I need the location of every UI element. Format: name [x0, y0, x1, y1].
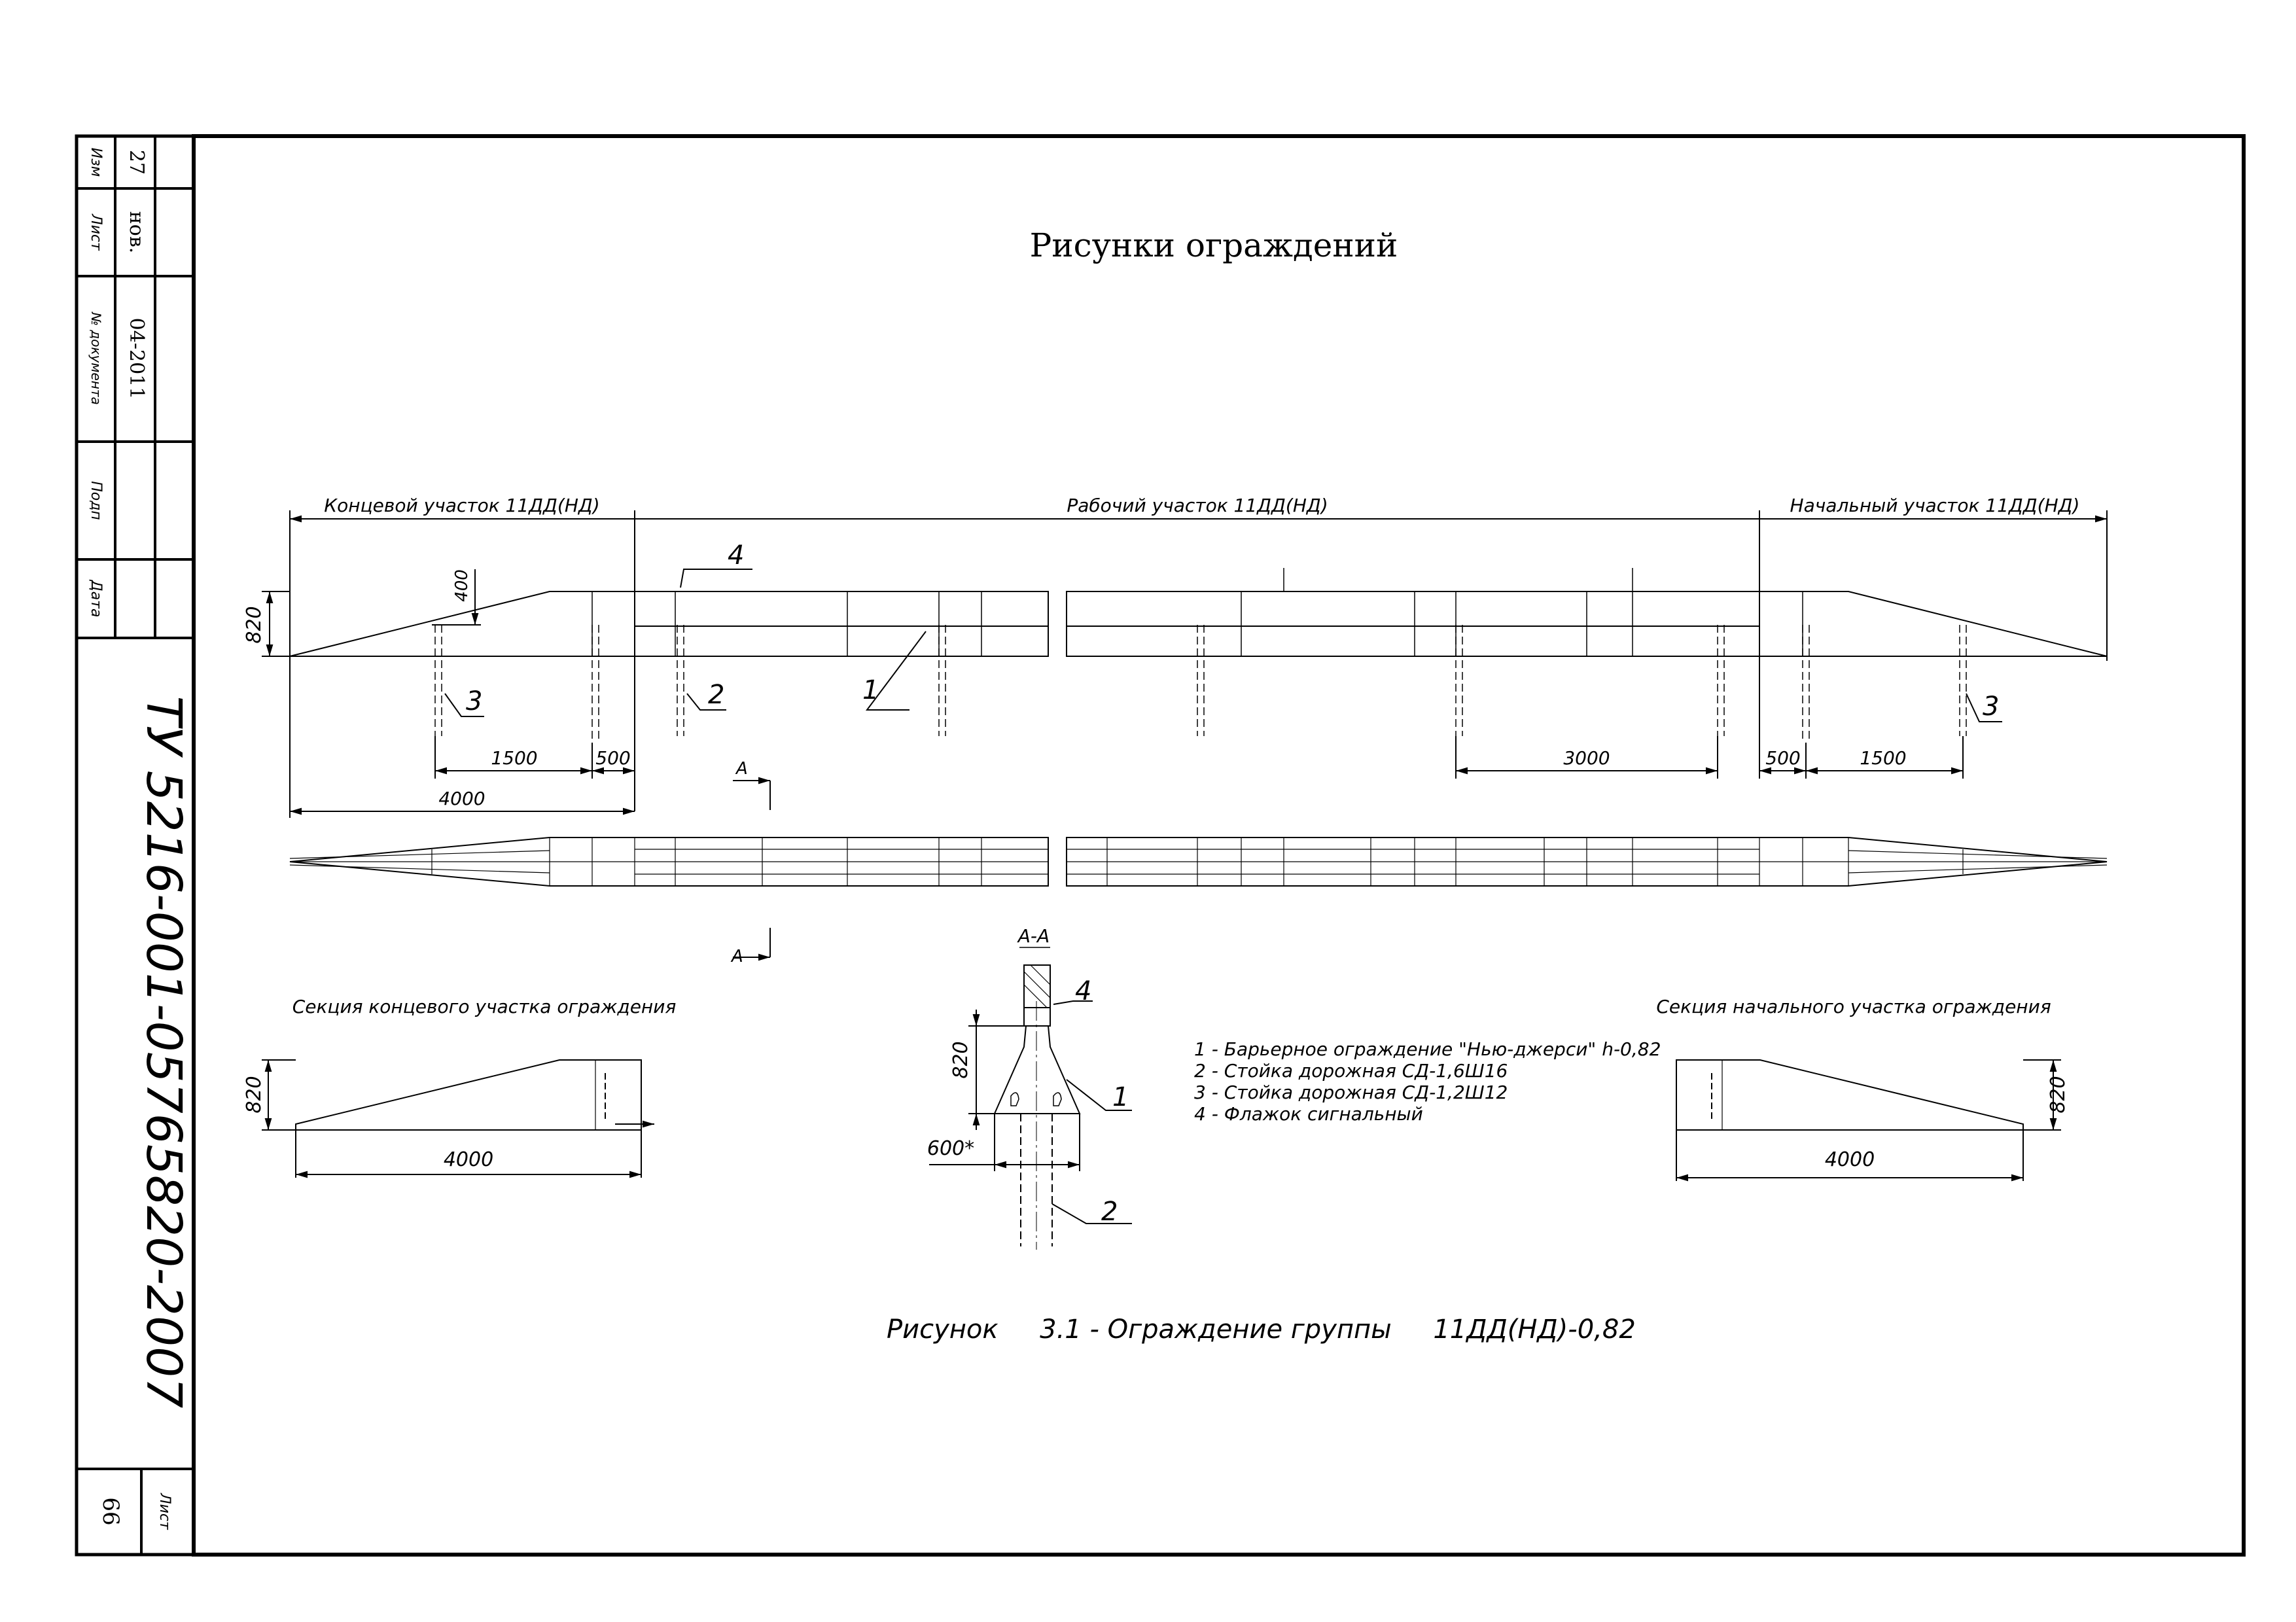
dim-3000: 3000 — [1563, 747, 1610, 769]
end-section-length: 4000 — [444, 1148, 493, 1171]
title-block: Изм Лист № документа Подп Дата 27 нов. 0… — [88, 148, 192, 1530]
stamp-value-list: нов. — [125, 211, 148, 253]
stamp-value-izm: 27 — [125, 150, 148, 175]
page-title: Рисунки ограждений — [1030, 226, 1398, 264]
callout-3-left: 3 — [466, 686, 482, 716]
callout-4-plan: 4 — [728, 540, 744, 571]
legend-item-1: 1 - Барьерное ограждение "Нью-джерси" h-… — [1194, 1038, 1661, 1060]
elevation-labels: Концевой участок 11ДД(НД) Рабочий участо… — [243, 495, 2079, 966]
callout-3-right: 3 — [1983, 692, 1999, 722]
cut-label-top: А — [735, 759, 748, 779]
dim-1500-left: 1500 — [491, 747, 537, 769]
callout-2-plan: 2 — [708, 680, 724, 710]
end-section-title: Секция концевого участка ограждения — [292, 996, 677, 1017]
document-code: ТУ 5216-001-05765820-2007 — [135, 696, 192, 1408]
start-section-labels: Секция начального участка ограждения 820… — [1656, 996, 2070, 1171]
dim-height-400: 400 — [452, 569, 472, 602]
legend-item-4: 4 - Флажок сигнальный — [1194, 1103, 1423, 1125]
dim-1500-right: 1500 — [1860, 747, 1906, 769]
cross-section-height: 820 — [949, 1041, 972, 1078]
sheet-frame — [75, 134, 2246, 1557]
callout-4-section: 4 — [1075, 976, 1091, 1006]
end-section-drawing — [262, 1059, 654, 1178]
work-section-label: Рабочий участок 11ДД(НД) — [1067, 495, 1328, 516]
stamp-col-doc: № документа — [88, 311, 104, 405]
elevation-view — [262, 510, 2108, 961]
cross-section-labels: А-А 820 600* 4 1 2 — [927, 925, 1129, 1227]
start-section-title: Секция начального участка ограждения — [1656, 996, 2051, 1017]
callout-1-section: 1 — [1112, 1082, 1129, 1112]
end-section-height: 820 — [243, 1076, 266, 1113]
cross-section — [929, 947, 1132, 1250]
stamp-col-data: Дата — [88, 580, 104, 618]
cut-label-bottom: А — [730, 947, 743, 966]
sheet-number: 66 — [97, 1497, 124, 1525]
cross-section-width: 600* — [927, 1137, 974, 1160]
stamp-col-list: Лист — [88, 213, 104, 251]
callout-2-section: 2 — [1101, 1197, 1118, 1227]
dim-height-820: 820 — [243, 606, 266, 643]
stamp-col-podp: Подп — [88, 481, 104, 520]
plan-view — [289, 837, 2108, 887]
sheet-label: Лист — [156, 1492, 173, 1530]
legend-item-3: 3 - Стойка дорожная СД-1,2Ш12 — [1194, 1082, 1508, 1103]
dim-4000-left: 4000 — [438, 788, 485, 809]
left-section-label: Концевой участок 11ДД(НД) — [324, 495, 599, 516]
right-section-label: Начальный участок 11ДД(НД) — [1790, 495, 2080, 516]
start-section-length: 4000 — [1825, 1148, 1875, 1171]
start-section-height: 820 — [2047, 1076, 2070, 1113]
figure-caption: Рисунок 3.1 - Ограждение группы 11ДД(НД)… — [887, 1314, 1636, 1345]
cross-section-title: А-А — [1017, 925, 1050, 947]
stamp-value-doc: 04-2011 — [125, 318, 148, 400]
callout-1-plan: 1 — [862, 675, 879, 705]
end-section-labels: Секция концевого участка ограждения 820 … — [243, 996, 676, 1171]
stamp-col-izm: Изм — [88, 148, 104, 177]
start-section-drawing — [1676, 1059, 2061, 1182]
legend-item-2: 2 - Стойка дорожная СД-1,6Ш16 — [1194, 1060, 1508, 1082]
dim-500-left: 500 — [595, 747, 630, 769]
legend: 1 - Барьерное ограждение "Нью-джерси" h-… — [1194, 1038, 1661, 1125]
dim-500-right: 500 — [1765, 747, 1800, 769]
